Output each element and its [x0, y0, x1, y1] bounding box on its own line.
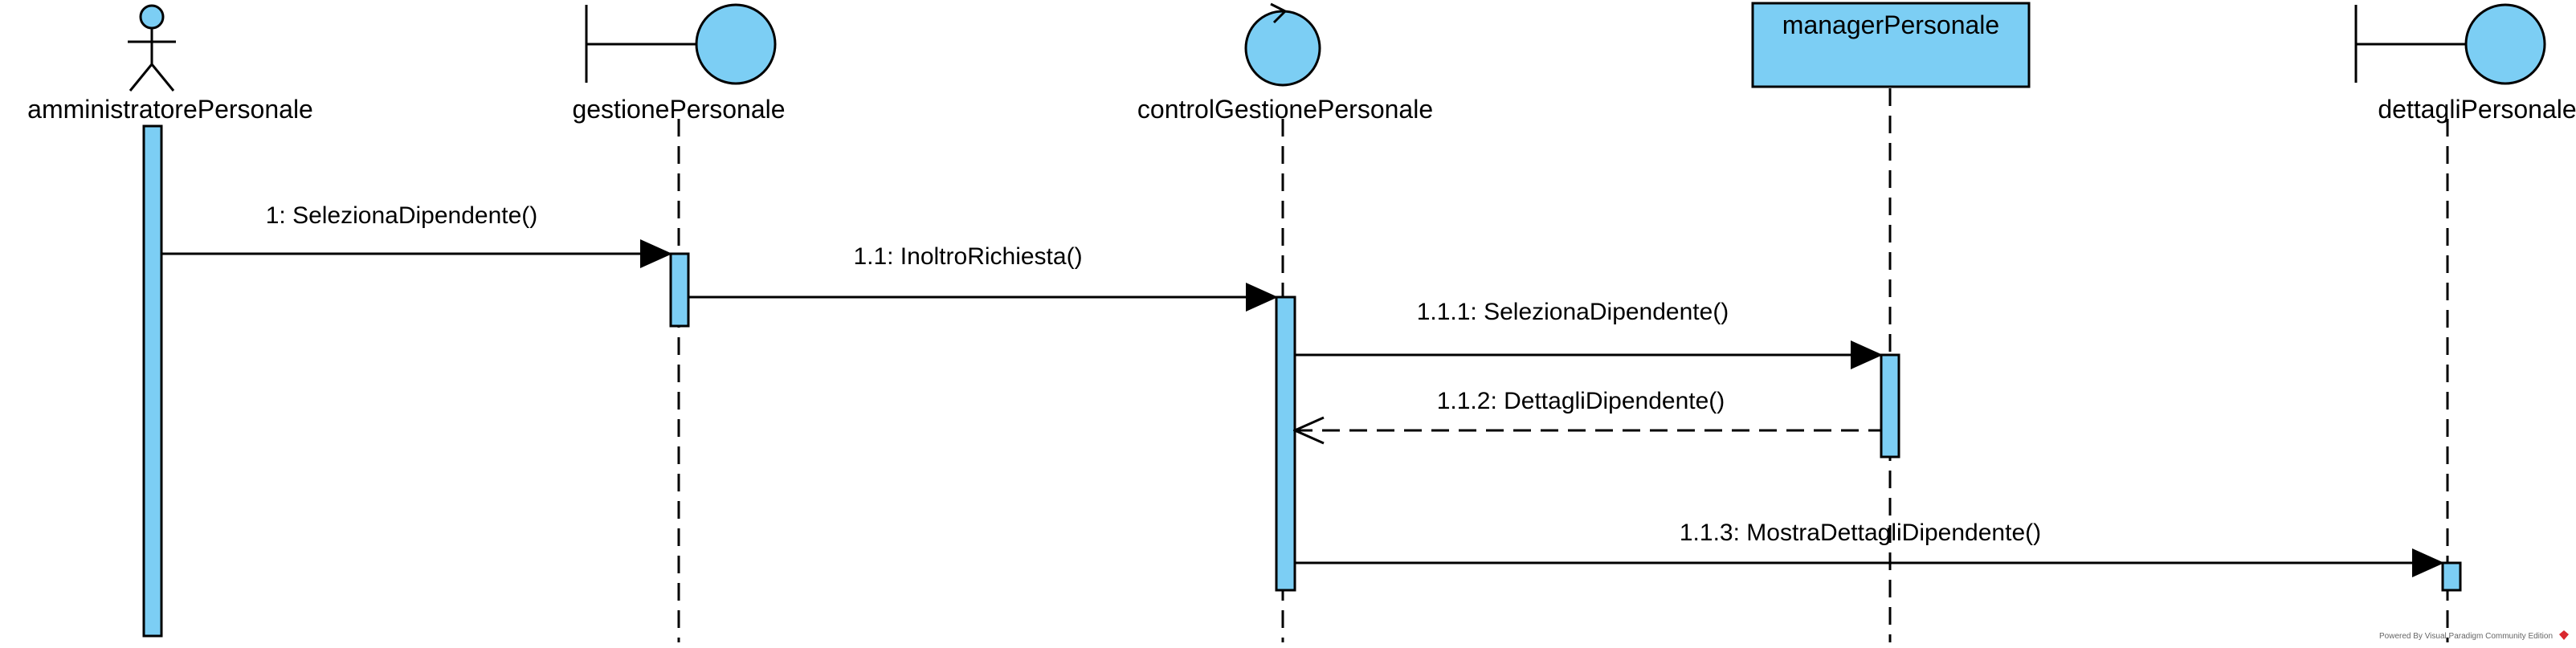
participant-control[interactable]: controlGestionePersonale: [1137, 2, 1433, 124]
participant-name: managerPersonale: [1782, 10, 1999, 39]
watermark: Powered By Visual Paradigm Community Edi…: [2379, 630, 2569, 641]
message-label: 1.1.1: SelezionaDipendente(): [1417, 299, 1729, 325]
activation-control: [1275, 295, 1296, 592]
activation-amministratore: [142, 124, 163, 638]
participant-name: gestionePersonale: [572, 95, 785, 124]
participant-amministratore[interactable]: amministratorePersonale: [27, 4, 313, 124]
activation-manager: [1880, 353, 1900, 458]
message-label: 1.1: InoltroRichiesta(): [853, 243, 1082, 270]
lifelines: [677, 88, 2449, 642]
message-1-1[interactable]: 1.1: InoltroRichiesta(): [688, 243, 1278, 312]
boundary-icon: [2354, 3, 2546, 85]
actor-icon: [128, 4, 176, 92]
message-1-1-2[interactable]: 1.1.2: DettagliDipendente(): [1295, 388, 1881, 430]
activation-dettagli: [2441, 561, 2462, 592]
message-1[interactable]: 1: SelezionaDipendente(): [161, 202, 672, 268]
messages: 1: SelezionaDipendente() 1.1: InoltroRic…: [161, 202, 2444, 577]
message-1-1-1[interactable]: 1.1.1: SelezionaDipendente(): [1295, 299, 1883, 369]
watermark-text: Powered By Visual Paradigm Community Edi…: [2379, 632, 2553, 641]
participant-dettagli[interactable]: dettagliPersonale: [2354, 3, 2576, 124]
boundary-icon: [585, 3, 777, 85]
participant-manager[interactable]: managerPersonale: [1751, 2, 2031, 88]
vp-logo-icon: [2559, 630, 2569, 640]
participant-name: controlGestionePersonale: [1137, 95, 1433, 124]
participant-name: dettagliPersonale: [2378, 95, 2576, 124]
participant-name: amministratorePersonale: [27, 95, 313, 124]
activation-bars: [142, 124, 2462, 638]
message-label: 1: SelezionaDipendente(): [266, 202, 538, 229]
activation-gestione: [669, 252, 690, 328]
message-label: 1.1.2: DettagliDipendente(): [1437, 388, 1725, 414]
message-label: 1.1.3: MostraDettagliDipendente(): [1680, 520, 2041, 546]
participant-gestione[interactable]: gestionePersonale: [572, 3, 786, 124]
participant-box: [1751, 2, 2031, 88]
message-1-1-3[interactable]: 1.1.3: MostraDettagliDipendente(): [1295, 520, 2444, 577]
control-icon: [1244, 2, 1321, 87]
